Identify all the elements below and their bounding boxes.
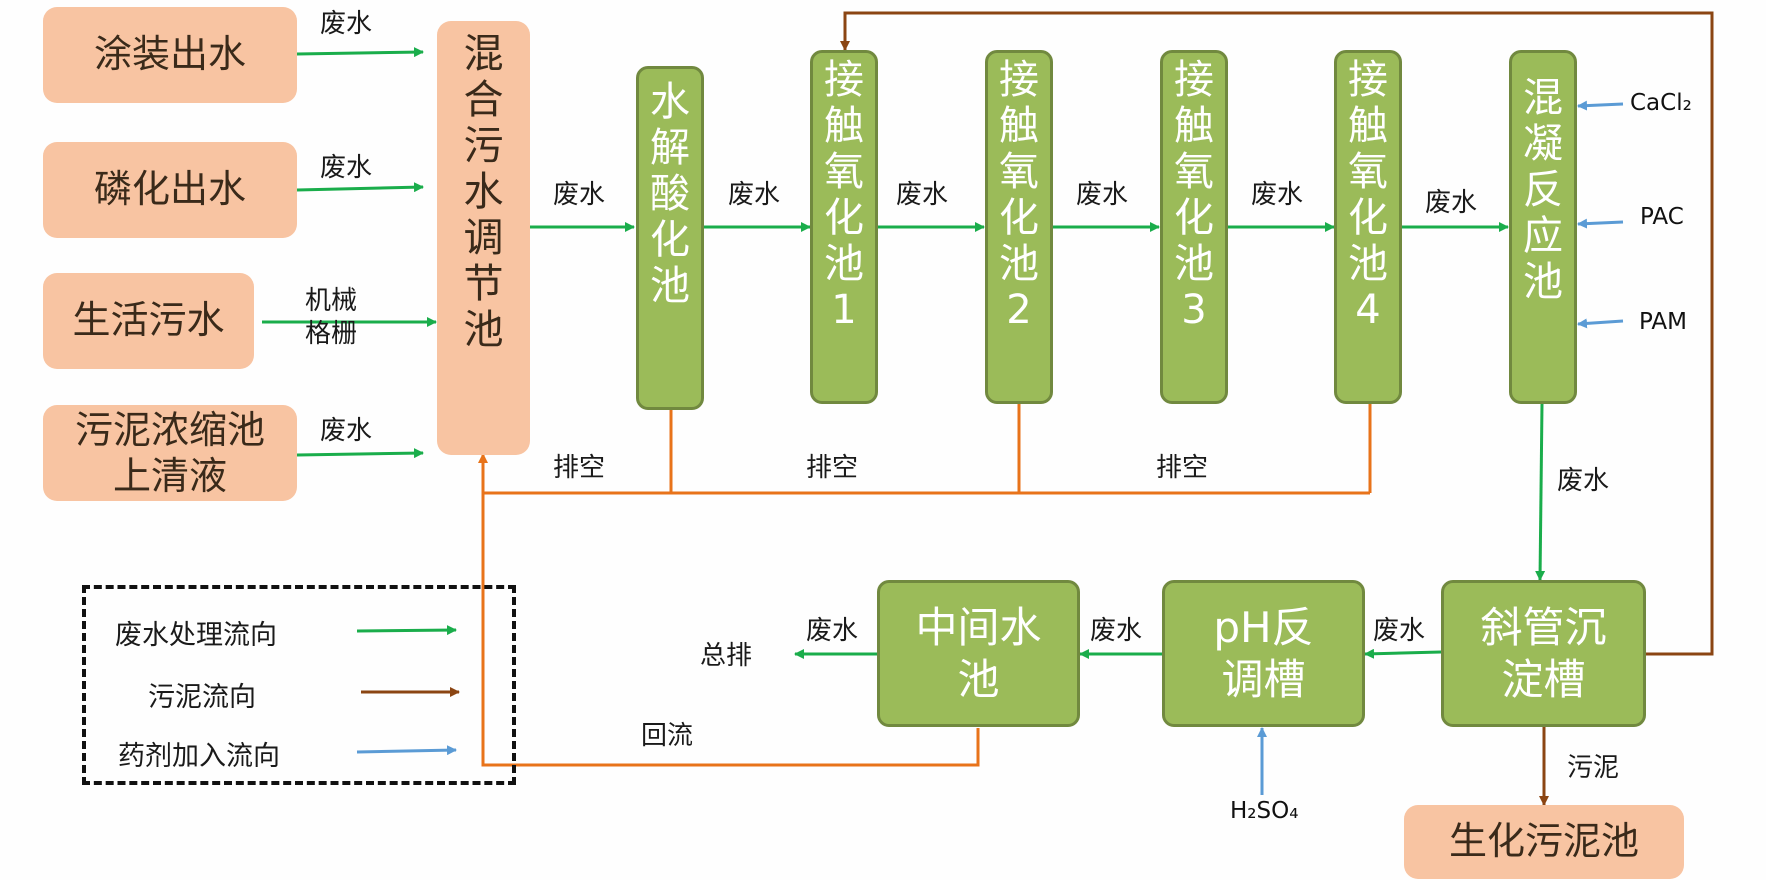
- label-sludge: 污泥: [1567, 753, 1620, 783]
- source-coating: 涂装出水: [43, 7, 297, 103]
- label-wastewater-7: 废水: [1076, 180, 1129, 210]
- label-drain-1: 排空: [553, 453, 606, 483]
- arrow-cacl2: [1577, 100, 1624, 111]
- label-wastewater-6: 废水: [896, 180, 949, 210]
- arrow-pac: [1577, 218, 1624, 229]
- tank-contact-2: 接 触 氧 化 池 2: [985, 50, 1053, 404]
- legend-chemical-flow: 药剂加入流向: [118, 741, 280, 772]
- chem-cacl2: CaCl₂: [1630, 90, 1692, 116]
- sludge-return-line: [840, 11, 1714, 656]
- tank-sludge: 生化污泥池: [1404, 805, 1684, 879]
- label-wastewater-11: 废水: [1373, 616, 1426, 646]
- legend-green-arrow: [356, 625, 457, 636]
- arrow-incline-ph: [1364, 648, 1442, 659]
- label-wastewater-1: 废水: [320, 9, 373, 39]
- reflux-line: [478, 453, 980, 767]
- label-reflux: 回流: [641, 721, 694, 751]
- tank-intermediate: 中间水 池: [877, 580, 1080, 727]
- source-sludge-supernatant: 污泥浓缩池 上清液: [43, 405, 297, 501]
- label-wastewater-12: 废水: [1090, 616, 1143, 646]
- arrow-pam: [1577, 318, 1624, 329]
- tank-contact-4: 接 触 氧 化 池 4: [1334, 50, 1402, 404]
- label-drain-2: 排空: [806, 453, 859, 483]
- label-drain-3: 排空: [1156, 453, 1209, 483]
- label-screen: 机械 格栅: [305, 286, 358, 349]
- chem-pam: PAM: [1639, 309, 1687, 335]
- source-phosphating: 磷化出水: [43, 142, 297, 238]
- label-wastewater-10: 废水: [1557, 466, 1610, 496]
- label-wastewater-3: 废水: [320, 416, 373, 446]
- legend-blue-arrow: [356, 745, 457, 756]
- label-wastewater-5: 废水: [728, 180, 781, 210]
- tank-ph-adjust: pH反 调槽: [1162, 580, 1365, 727]
- tank-hydrolysis: 水 解 酸 化 池: [636, 66, 704, 410]
- legend-wastewater-flow: 废水处理流向: [115, 620, 277, 651]
- tank-contact-3: 接 触 氧 化 池 3: [1160, 50, 1228, 404]
- arrow-coag-incline: [1535, 403, 1546, 581]
- source-domestic: 生活污水: [43, 273, 254, 369]
- label-wastewater-13: 废水: [806, 616, 859, 646]
- chem-h2so4: H₂SO₄: [1230, 798, 1299, 824]
- chem-pac: PAC: [1640, 204, 1684, 230]
- arrow-phosphating: [296, 182, 424, 193]
- label-discharge: 总排: [700, 641, 753, 671]
- legend-box: [82, 585, 516, 785]
- tank-coagulation: 混 凝 反 应 池: [1509, 50, 1577, 404]
- tank-mixing: 混 合 污 水 调 节 池: [437, 21, 530, 455]
- label-wastewater-4: 废水: [553, 180, 606, 210]
- tank-contact-1: 接 触 氧 化 池 1: [810, 50, 878, 404]
- arrow-coating: [296, 47, 424, 58]
- label-wastewater-2: 废水: [320, 153, 373, 183]
- label-wastewater-8: 废水: [1251, 180, 1304, 210]
- legend-sludge-flow: 污泥流向: [148, 682, 256, 713]
- tank-inclined-tube: 斜管沉 淀槽: [1441, 580, 1646, 727]
- label-wastewater-9: 废水: [1425, 188, 1478, 218]
- arrow-supernatant: [296, 448, 424, 459]
